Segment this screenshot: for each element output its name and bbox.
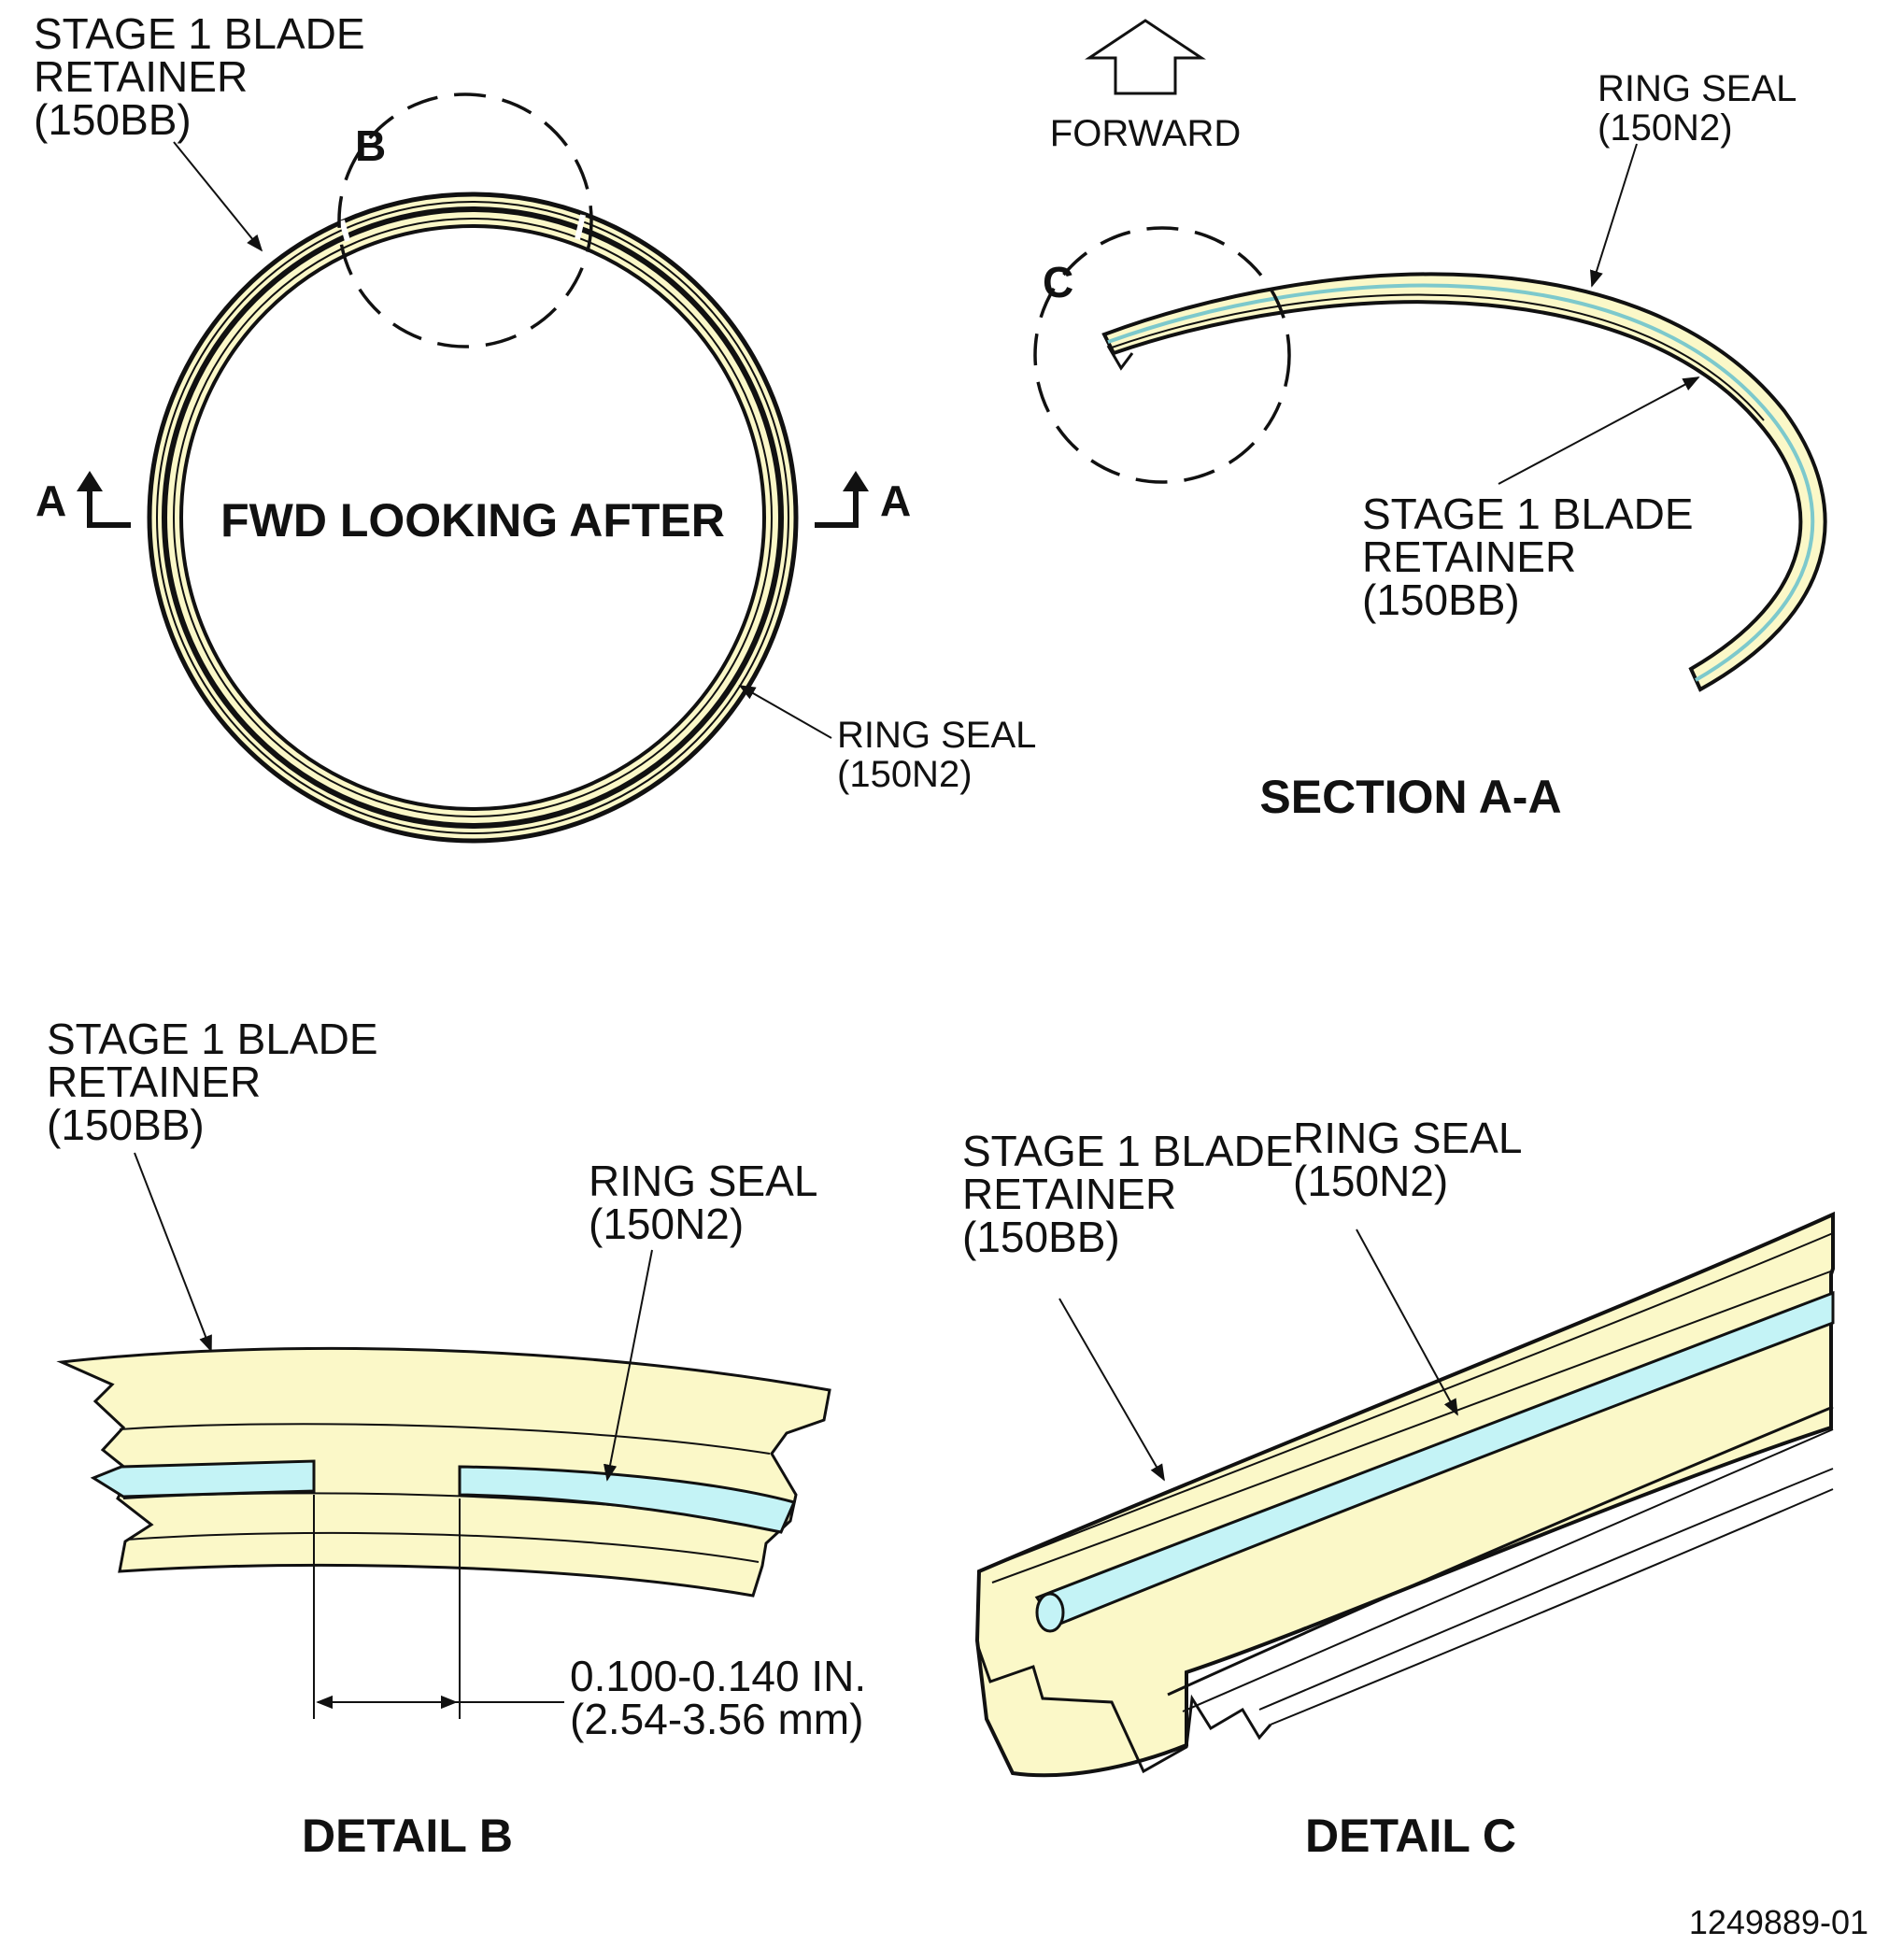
section-a-a-view: FORWARD C RING SEAL (150N2) STAGE 1 BLAD… <box>1033 19 1827 823</box>
detail-b-title: DETAIL B <box>302 1810 513 1862</box>
detail-c-callout: C <box>1043 258 1073 306</box>
detail-c-circle <box>1033 226 1291 484</box>
svg-text:(150BB): (150BB) <box>1362 575 1520 624</box>
svg-text:RETAINER: RETAINER <box>34 52 248 101</box>
svg-text:(150N2): (150N2) <box>1598 107 1733 149</box>
svg-text:(150BB): (150BB) <box>962 1213 1120 1261</box>
ring-seal-band-c <box>1034 1290 1835 1627</box>
svg-text:(150N2): (150N2) <box>1293 1157 1448 1205</box>
retainer-label-c: STAGE 1 BLADE RETAINER (150BB) <box>962 1127 1294 1261</box>
svg-text:RING SEAL: RING SEAL <box>1293 1114 1522 1162</box>
svg-text:STAGE 1 BLADE: STAGE 1 BLADE <box>47 1015 378 1063</box>
detail-c-title: DETAIL C <box>1305 1810 1516 1862</box>
svg-text:0.100-0.140 IN.: 0.100-0.140 IN. <box>570 1652 866 1700</box>
svg-text:RING SEAL: RING SEAL <box>837 715 1036 756</box>
svg-text:A: A <box>880 476 911 525</box>
detail-b-circle <box>337 92 593 348</box>
svg-text:STAGE 1 BLADE: STAGE 1 BLADE <box>962 1127 1294 1175</box>
svg-text:(150N2): (150N2) <box>589 1200 744 1248</box>
detail-b-callout: B <box>355 121 386 170</box>
seal-label-tr: RING SEAL (150N2) <box>1598 68 1797 149</box>
section-mark-right: A <box>815 471 911 528</box>
ring-seal-right-piece <box>458 1465 797 1534</box>
forward-label: FORWARD <box>1050 113 1241 154</box>
ring-seal-half <box>1107 283 1815 682</box>
svg-text:STAGE 1 BLADE: STAGE 1 BLADE <box>34 9 365 58</box>
svg-text:RETAINER: RETAINER <box>962 1170 1176 1218</box>
svg-text:RETAINER: RETAINER <box>47 1058 261 1106</box>
detail-b-view: 0.100-0.140 IN. (2.54-3.56 mm) STAGE 1 B… <box>47 1015 866 1862</box>
section-a-a-title: SECTION A-A <box>1259 771 1561 823</box>
ring-seal-band <box>162 206 784 829</box>
seal-label-c: RING SEAL (150N2) <box>1293 1114 1522 1205</box>
retainer-section <box>974 1211 1835 1778</box>
retainer-ring-inner <box>179 224 766 811</box>
seal-label-b: RING SEAL (150N2) <box>589 1157 817 1248</box>
end-profile <box>975 1570 1272 1774</box>
retainer-label-tl: STAGE 1 BLADE RETAINER (150BB) <box>34 9 365 144</box>
svg-text:(150N2): (150N2) <box>837 754 973 795</box>
detail-c-view: STAGE 1 BLADE RETAINER (150BB) RING SEAL… <box>962 1114 1835 1862</box>
seal-label-tl: RING SEAL (150N2) <box>837 715 1036 795</box>
figure-number: 1249889-01 <box>1689 1903 1868 1941</box>
svg-text:(150BB): (150BB) <box>47 1101 205 1149</box>
retainer-half-ring <box>1101 272 1827 692</box>
ring-view: B FWD LOOKING AFTER A A STAGE 1 BLADE RE… <box>34 9 1036 844</box>
ring-seal-end <box>1035 1592 1065 1633</box>
ring-seal-left-piece <box>90 1459 316 1498</box>
svg-text:RING SEAL: RING SEAL <box>1598 68 1797 109</box>
svg-text:(150BB): (150BB) <box>34 95 192 144</box>
view-center-text: FWD LOOKING AFTER <box>220 494 725 547</box>
retainer-label-b: STAGE 1 BLADE RETAINER (150BB) <box>47 1015 378 1149</box>
gap-dimension-label: 0.100-0.140 IN. (2.54-3.56 mm) <box>570 1652 866 1743</box>
retainer-label-tr: STAGE 1 BLADE RETAINER (150BB) <box>1362 490 1694 624</box>
svg-text:STAGE 1 BLADE: STAGE 1 BLADE <box>1362 490 1694 538</box>
svg-text:RETAINER: RETAINER <box>1362 533 1576 581</box>
svg-text:(2.54-3.56 mm): (2.54-3.56 mm) <box>570 1695 863 1743</box>
forward-arrow-icon <box>1085 19 1206 95</box>
section-mark-left: A <box>36 471 131 528</box>
svg-text:RING SEAL: RING SEAL <box>589 1157 817 1205</box>
svg-text:A: A <box>36 476 66 525</box>
